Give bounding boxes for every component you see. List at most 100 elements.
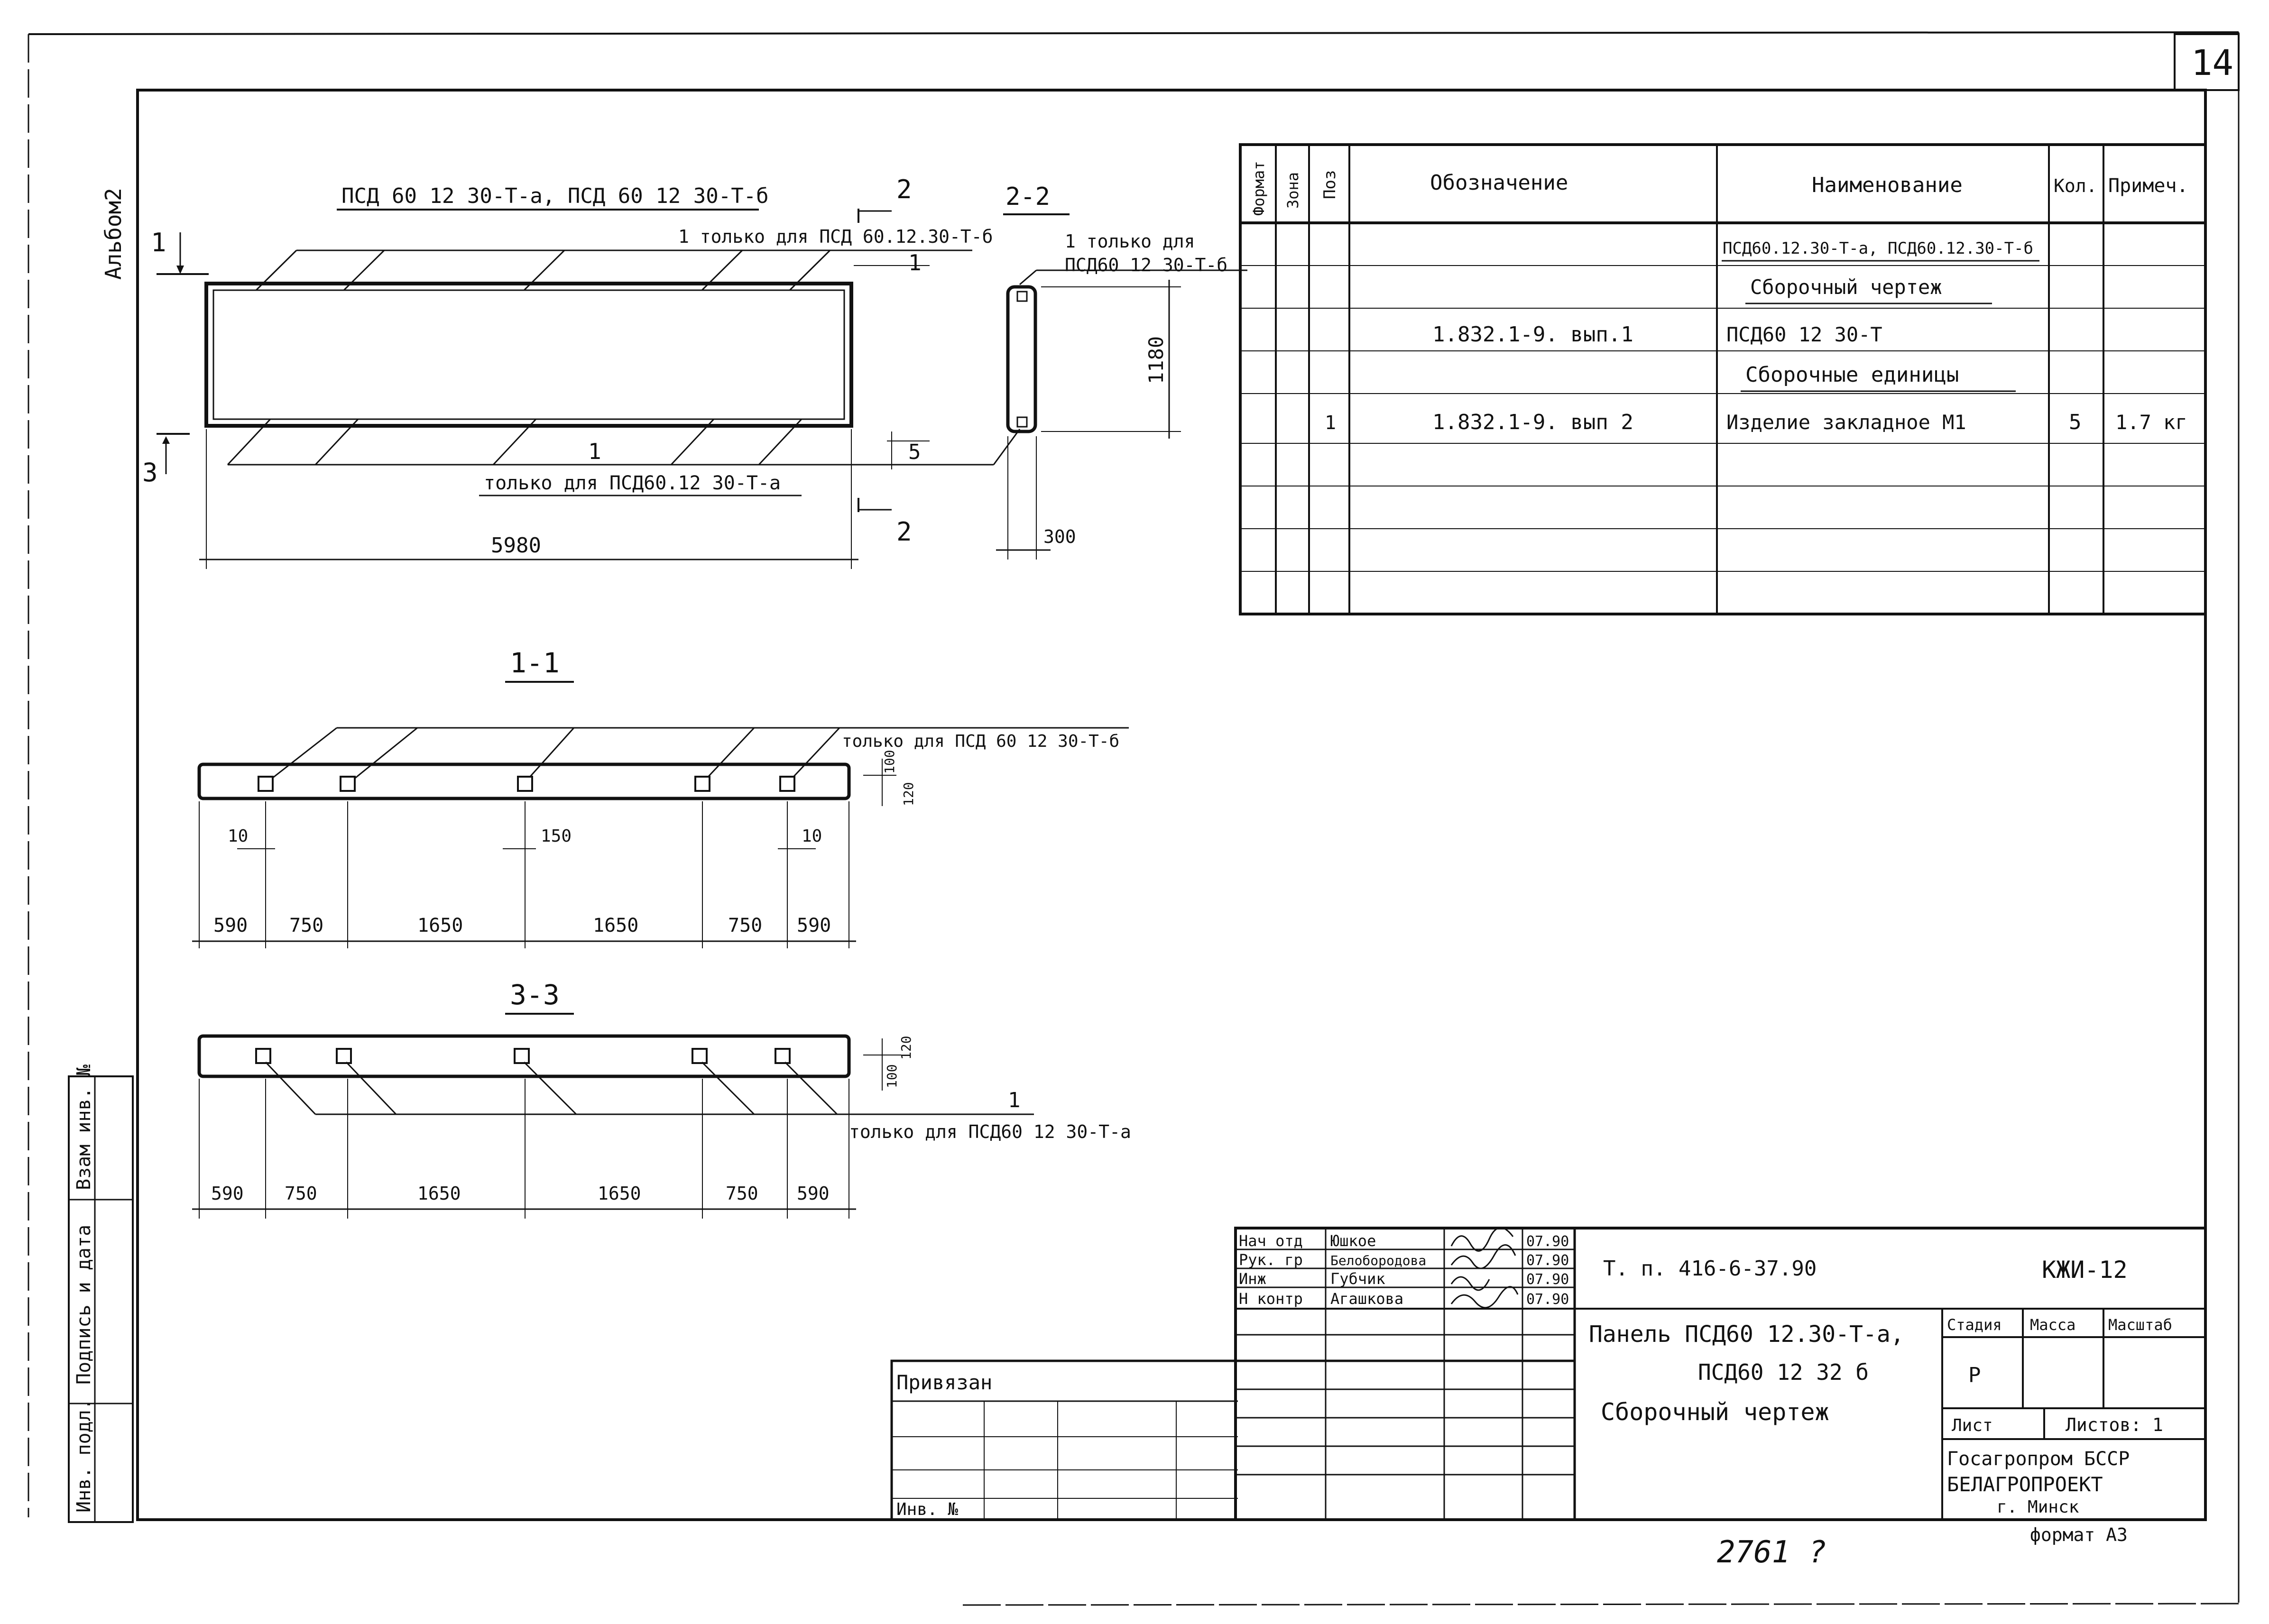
- section-1-1-dim-5: 750: [728, 915, 762, 936]
- plan-dim-5: 5: [908, 440, 921, 464]
- spec-row-5-designation: 1.832.1-9. вып 2: [1432, 410, 1633, 434]
- org-line-2: БЕЛАГРОПРОЕКТ: [1947, 1473, 2103, 1496]
- section-1-1-dim-4: 1650: [593, 915, 638, 936]
- project-number: Т. п. 416-6-37.90: [1603, 1257, 1817, 1281]
- strip-inv: Инв. подл.: [73, 1398, 95, 1513]
- section-3-3-beam: [197, 1034, 851, 1078]
- section-1-1-dim-3: 1650: [417, 915, 463, 936]
- section-3-3-title: 3-3: [510, 979, 560, 1011]
- section-3-3-dim-3: 1650: [417, 1183, 461, 1204]
- signer-1-name: Юшкое: [1330, 1232, 1376, 1250]
- strip-vzam: Взам инв. №: [73, 1064, 95, 1190]
- sheet-number: 14: [2191, 43, 2233, 83]
- spec-row-5-name: Изделие закладное М1: [1726, 411, 1966, 434]
- section-2-2-note-2: ПСД60 12 30-Т-б: [1065, 255, 1227, 275]
- section-3-3-dim-1: 590: [211, 1183, 244, 1204]
- inv-label: Инв. №: [896, 1500, 958, 1519]
- spec-row-1-name: ПСД60.12.30-Т-а, ПСД60.12.30-Т-б: [1723, 239, 2033, 258]
- section-1-1-d120: 120: [901, 782, 916, 806]
- left-strip: Взам инв. № Подпись и дата Инв. подл.: [68, 1064, 134, 1523]
- spec-header-qty: Кол.: [2054, 175, 2097, 196]
- cut-2-top-label: 2: [896, 174, 912, 204]
- section-3-3-d100: 100: [884, 1064, 900, 1088]
- section-3-3-dim-4: 1650: [598, 1183, 641, 1204]
- cut-2-bottom-label: 2: [896, 517, 912, 547]
- section-3-3-dim-6: 590: [797, 1183, 830, 1204]
- stage-label: Стадия: [1947, 1316, 2002, 1334]
- section-1-1-note: только для ПСД 60 12 30-Т-б: [842, 732, 1119, 751]
- spec-row-3-designation: 1.832.1-9. вып.1: [1432, 322, 1633, 347]
- section-2-2-width: 300: [1043, 526, 1076, 547]
- spec-header-name: Наименование: [1812, 173, 1963, 197]
- drawing-code: КЖИ-12: [2042, 1256, 2128, 1284]
- signer-3-role: Инж: [1239, 1270, 1266, 1288]
- spec-row-2-name: Сборочный чертеж: [1750, 275, 1942, 299]
- privyazan-block: Привязан Инв. №: [890, 1359, 1576, 1521]
- section-1-1-d100: 100: [882, 750, 897, 774]
- section-3-3-d120: 120: [898, 1036, 914, 1060]
- plan-pos-bottom: 1: [588, 439, 601, 464]
- section-3-3-dim-2: 750: [285, 1183, 317, 1204]
- signer-1-date: 07.90: [1526, 1233, 1569, 1250]
- section-1-1-beam: [197, 762, 851, 800]
- signer-3-name: Губчик: [1330, 1270, 1385, 1288]
- section-3-3: 3-3 1 только для ПСД60 12 30-Т-а 100 120: [192, 979, 1131, 1219]
- section-1-1-dim-6: 590: [797, 915, 831, 936]
- section-2-2-title: 2-2: [1005, 183, 1050, 211]
- spec-header-pos: Поз: [1320, 170, 1339, 199]
- signer-3-date: 07.90: [1526, 1271, 1569, 1288]
- plan-dim-length: 5980: [491, 533, 541, 558]
- title-line-3: Сборочный чертеж: [1601, 1398, 1829, 1426]
- signer-4-role: Н контр: [1239, 1290, 1303, 1308]
- section-2-2-profile: [1006, 285, 1037, 433]
- signer-4-name: Агашкова: [1330, 1290, 1403, 1308]
- specification-table: Формат Зона Поз Обозначение Наименование…: [1239, 143, 2207, 615]
- spec-row-5-pos: 1: [1325, 412, 1336, 434]
- spec-header-format: Формат: [1250, 161, 1268, 216]
- plan-view: ПСД 60 12 30-Т-а, ПСД 60 12 30-Т-б 1 тол…: [142, 174, 1247, 569]
- signer-2-role: Рук. гр: [1239, 1251, 1303, 1269]
- section-3-3-pos: 1: [1008, 1088, 1021, 1112]
- stage-value: Р: [1968, 1363, 1981, 1387]
- spec-header-note: Примеч.: [2108, 175, 2188, 197]
- section-2-2-note-1: 1 только для: [1065, 231, 1195, 252]
- signer-2-date: 07.90: [1526, 1252, 1569, 1269]
- spec-row-5-qty: 5: [2069, 410, 2082, 434]
- privyazan-label: Привязан: [896, 1371, 992, 1394]
- spec-header-zone: Зона: [1284, 172, 1302, 209]
- plan-dim-1: 1: [908, 250, 922, 275]
- title-block: Нач отд Юшкое 07.90 Рук. гр Белобородова…: [1234, 1227, 2207, 1521]
- album-label: Альбом2: [101, 188, 126, 280]
- cut-3-label: 3: [142, 458, 158, 487]
- spec-row-4-name: Сборочные единицы: [1745, 363, 1959, 387]
- sheets-label: Листов: 1: [2066, 1414, 2163, 1435]
- title-line-2: ПСД60 12 32 б: [1698, 1359, 1869, 1385]
- spec-row-5-note: 1.7 кг: [2115, 411, 2187, 434]
- section-1-1-d10a: 10: [228, 826, 248, 846]
- section-3-3-dim-5: 750: [726, 1183, 758, 1204]
- signer-2-name: Белобородова: [1330, 1253, 1426, 1268]
- archive-number: 2761 ?: [1717, 1535, 1826, 1570]
- section-1-1-title: 1-1: [510, 647, 560, 679]
- plan-title: ПСД 60 12 30-Т-а, ПСД 60 12 30-Т-б: [341, 184, 769, 208]
- format-label: формат А3: [2030, 1524, 2128, 1545]
- section-1-1-d10b: 10: [802, 826, 822, 846]
- spec-header-designation: Обозначение: [1430, 171, 1568, 195]
- signer-4-date: 07.90: [1526, 1291, 1569, 1308]
- org-line-1: Госагропром БССР: [1947, 1448, 2130, 1470]
- section-1-1-dim-1: 590: [213, 915, 248, 936]
- scale-label: Масштаб: [2108, 1316, 2172, 1334]
- section-3-3-note: только для ПСД60 12 30-Т-а: [849, 1121, 1131, 1142]
- cut-1-label: 1: [151, 228, 166, 257]
- handwritten-signatures: [1450, 1227, 1519, 1309]
- panel-outline: [204, 282, 853, 428]
- section-1-1-dim-2: 750: [289, 915, 323, 936]
- strip-podpis: Подпись и дата: [73, 1225, 95, 1385]
- signer-1-role: Нач отд: [1239, 1232, 1303, 1250]
- mass-label: Масса: [2030, 1316, 2075, 1334]
- title-line-1: Панель ПСД60 12.30-Т-а,: [1589, 1321, 1904, 1348]
- plan-note-bottom: только для ПСД60.12 30-Т-а: [484, 472, 781, 494]
- spec-row-3-name: ПСД60 12 30-Т: [1726, 323, 1882, 346]
- section-1-1-d150: 150: [541, 826, 572, 846]
